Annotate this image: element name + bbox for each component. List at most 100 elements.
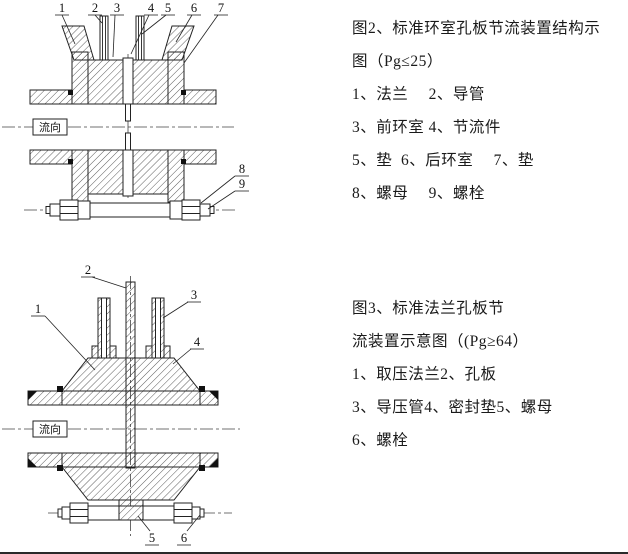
bolt-assembly — [57, 499, 205, 524]
bolt-end-cap — [45, 206, 51, 214]
nut — [173, 502, 193, 524]
nut — [69, 502, 89, 524]
figure2-caption-line-3: 1、法兰 2、导管 — [352, 86, 485, 103]
weld-mark — [68, 90, 73, 95]
leader-line — [141, 14, 167, 35]
callout-5: 5 — [149, 531, 155, 545]
leader-line — [94, 14, 103, 24]
bolt-end — [199, 203, 211, 217]
tube-wall — [97, 297, 102, 359]
leader-line — [207, 190, 236, 210]
flange — [71, 149, 89, 203]
figure3-caption-line-1: 图3、标准法兰孔板节 — [352, 300, 505, 317]
weld-mark — [199, 465, 205, 471]
guide-tube — [99, 15, 109, 61]
nut — [59, 199, 79, 221]
tube-wall — [106, 297, 111, 359]
orifice-plate-seat — [122, 149, 134, 197]
orifice-plate — [125, 103, 131, 122]
weld-mark — [57, 386, 63, 392]
leader-line — [172, 348, 192, 365]
callout-6: 6 — [181, 531, 187, 545]
callout-1: 1 — [59, 1, 65, 15]
figure2-drawing: 流向 1 2 3 4 — [2, 1, 249, 221]
figure2-caption-line-1: 图2、标准环室孔板节流装置结构示 — [352, 20, 601, 37]
flow-direction-box — [32, 420, 68, 438]
leader-line — [130, 14, 150, 55]
flow-direction-label: 流向 — [39, 422, 61, 436]
figure2-callouts: 1 2 3 4 5 6 7 8 9 — [55, 1, 249, 210]
callout-1: 1 — [35, 302, 41, 316]
orifice-plate — [125, 281, 136, 469]
leader-line — [162, 301, 189, 319]
flange-hub — [118, 499, 144, 521]
bolt-end-cap — [57, 508, 63, 518]
bolt-end-cap — [199, 508, 205, 518]
callout-3: 3 — [114, 1, 120, 15]
leader-line — [200, 175, 236, 204]
flange — [167, 149, 185, 203]
figure3-caption: 图3、标准法兰孔板节 流装置示意图（(Pg≥64） 1、取压法兰2、孔板 3、导… — [352, 292, 626, 457]
figure2-caption-line-5: 5、垫 6、后环室 7、垫 — [352, 152, 534, 169]
figure3-caption-line-2: 流装置示意图（(Pg≥64） — [352, 333, 529, 350]
bolt-assembly — [45, 199, 215, 221]
leader-line — [61, 14, 76, 45]
tube-wall — [151, 297, 156, 359]
callout-3: 3 — [191, 288, 197, 302]
pipe-wall — [29, 89, 73, 105]
leader-line — [44, 315, 96, 371]
leader-line — [91, 276, 127, 289]
weld-mark — [57, 465, 63, 471]
figure2-caption-line-6: 8、螺母 9、螺栓 — [352, 185, 485, 202]
weld-mark — [181, 159, 186, 164]
nut — [181, 199, 201, 221]
figure2-caption-line-2: 图（Pg≤25） — [352, 53, 443, 70]
callout-7: 7 — [218, 1, 224, 15]
weld-mark — [181, 90, 186, 95]
bolt-end — [191, 506, 201, 520]
leader-line — [137, 515, 151, 532]
guide-tube — [135, 15, 145, 61]
leader-line — [183, 14, 219, 64]
weld-mark — [68, 159, 73, 164]
pipe-wall — [183, 149, 217, 165]
figure3-callouts: 2 3 1 4 5 6 — [31, 263, 204, 546]
flange-hub — [161, 25, 195, 61]
pipe-wall — [183, 89, 217, 105]
tube-wall — [160, 297, 165, 359]
callout-6: 6 — [191, 1, 197, 15]
figure3-caption-line-4: 3、导压管4、密封垫5、螺母 — [352, 399, 553, 416]
figure2-caption: 图2、标准环室孔板节流装置结构示 图（Pg≤25） 1、法兰 2、导管 3、前环… — [352, 12, 626, 210]
figure2-caption-line-4: 3、前环室 4、节流件 — [352, 119, 501, 136]
bolt-collar — [77, 200, 91, 220]
figure3-caption-line-3: 1、取压法兰2、孔板 — [352, 366, 497, 383]
weld-mark — [28, 391, 37, 400]
bolt-shaft — [77, 202, 183, 218]
callout-5: 5 — [165, 1, 171, 15]
figure3-caption-line-5: 6、螺栓 — [352, 432, 409, 449]
pipe-wall — [29, 149, 73, 165]
flow-direction-box — [32, 118, 68, 136]
weld-mark — [28, 458, 37, 467]
callout-4: 4 — [148, 1, 155, 15]
callout-4: 4 — [194, 335, 201, 349]
bolt-end — [49, 203, 61, 217]
flow-direction-label: 流向 — [39, 120, 61, 134]
orifice-plate-seat — [122, 57, 134, 105]
bolt-collar — [169, 200, 183, 220]
weld-mark — [209, 458, 218, 467]
leader-line — [186, 514, 201, 532]
callout-2: 2 — [92, 1, 98, 15]
bolt-end — [61, 506, 71, 520]
flange-hub — [61, 25, 95, 61]
leader-line — [175, 14, 193, 43]
callout-8: 8 — [239, 162, 245, 176]
callout-9: 9 — [239, 177, 245, 191]
weld-mark — [199, 386, 205, 392]
leader-line — [112, 14, 116, 58]
figure3-drawing: 流向 2 3 1 4 — [2, 263, 240, 546]
lower-flange — [60, 466, 202, 501]
weld-mark — [209, 391, 218, 400]
orifice-plate — [125, 132, 131, 151]
